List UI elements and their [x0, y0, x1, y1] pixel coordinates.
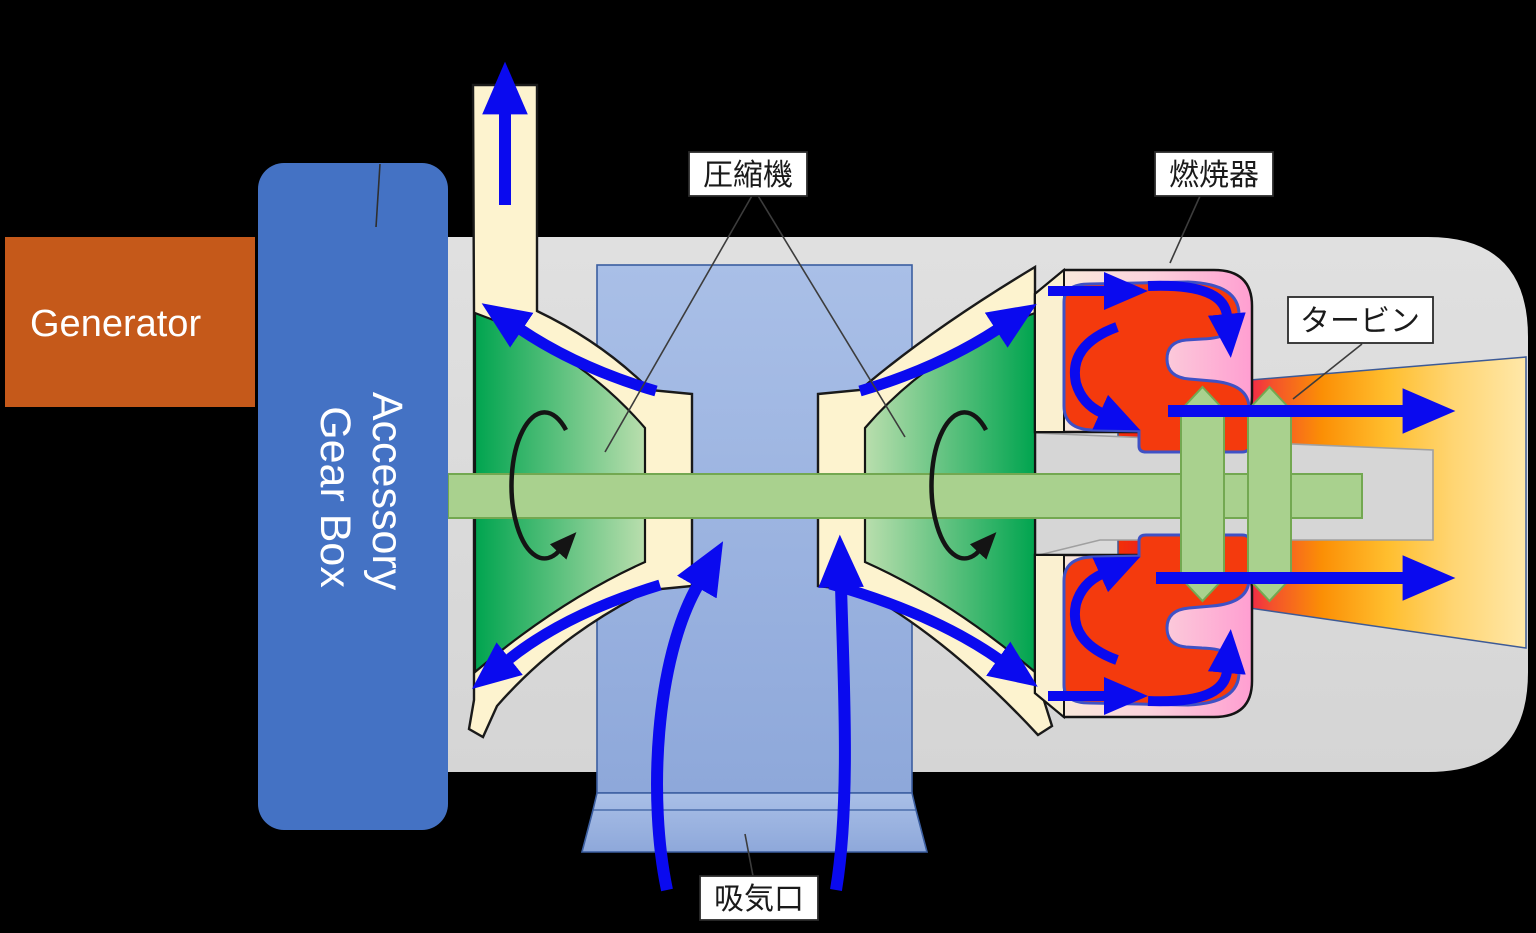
gearbox-label: Accessory Gear Box [311, 392, 411, 602]
callout-compressor: 圧縮機 [688, 151, 808, 197]
intake-flow-arrow-left [651, 541, 724, 892]
turbine-blade-rear [1247, 385, 1292, 603]
callout-combustor: 燃焼器 [1154, 151, 1274, 197]
shaft-rotation-arrow-right [929, 410, 997, 561]
callout-intake-label: 吸気口 [714, 883, 804, 916]
compressor-right-top-flow-arrow [858, 303, 1037, 397]
combustor-upper-bevel-face [1034, 267, 1065, 433]
callout-turbine-label: タービン [1300, 305, 1420, 338]
combustor-upper-recirculation-arrow [1069, 322, 1141, 431]
callout-turbine: タービン [1287, 296, 1434, 344]
intake-flow-arrow-right [818, 534, 864, 891]
callout-combustor-box [1154, 151, 1274, 197]
callout-combustor-label: 燃焼器 [1169, 159, 1259, 192]
generator-label: Generator [30, 303, 201, 345]
callout-compressor-label: 圧縮機 [703, 159, 793, 192]
leader-compressor-left [604, 193, 754, 453]
shaft-housing-cone-outline [1034, 432, 1434, 557]
leader-turbine [1292, 343, 1363, 400]
callout-intake-box [699, 875, 819, 921]
leader-intake [744, 833, 754, 877]
combustor-upper-swirl-arrow [1147, 280, 1246, 358]
intake-duct-flare [580, 792, 929, 853]
combustor-lower-bevel-face [1034, 554, 1065, 720]
combustor-lower-swirl-arrow [1147, 629, 1246, 707]
turbine-blade-front [1180, 385, 1225, 603]
shaft-rotation-arrow-left [509, 410, 577, 561]
generator-box [5, 237, 255, 407]
compressor-left-bottom-flow-arrow [472, 579, 662, 690]
leader-compressor-right [756, 193, 906, 438]
leader-gearbox-over [375, 163, 381, 228]
callout-compressor-box [688, 151, 808, 197]
leader-combustor [1169, 195, 1201, 264]
callout-intake: 吸気口 [699, 875, 819, 921]
compressor-right-bottom-flow-arrow [828, 578, 1038, 687]
callout-turbine-box [1287, 296, 1434, 344]
combustor-lower-recirculation-arrow [1069, 556, 1141, 665]
compressor-left-top-flow-arrow [481, 303, 658, 397]
accessory-gear-box [258, 163, 448, 830]
